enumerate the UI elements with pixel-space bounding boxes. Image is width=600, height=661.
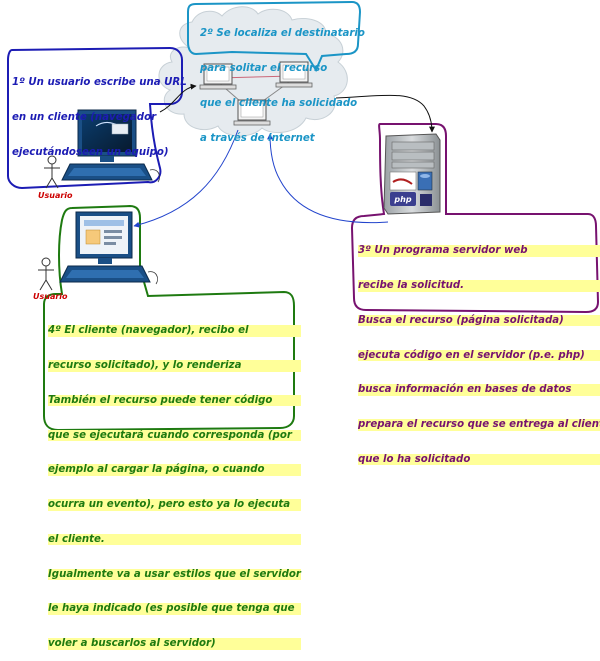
- client-computer-bottom: [59, 211, 158, 285]
- arrow-client-to-internet: [159, 83, 197, 113]
- step3-line: 3º Un programa servidor web: [358, 245, 600, 257]
- step4-line: voler a buscarlos al servidor): [48, 638, 301, 650]
- web-server: php: [383, 133, 441, 215]
- arrow-internet-to-client: [133, 129, 239, 228]
- php-logo: php: [393, 195, 411, 204]
- step3-line: Busca el recurso (página solicitada): [358, 314, 600, 327]
- step4-bubble: [43, 204, 295, 432]
- client-computer-top: [61, 109, 160, 183]
- step4-line: 4º El cliente (navegador), recibo el: [48, 325, 301, 337]
- step1-line: ejecutándoseen un equipo): [12, 146, 169, 158]
- network-node-right: [275, 61, 313, 88]
- step2-line: a través de internet: [200, 132, 315, 144]
- step3-line: ejecuta código en el servidor (p.e. php): [358, 349, 600, 362]
- step2-bubble: [187, 0, 362, 73]
- step3-line: busca información en bases de datos: [358, 384, 600, 396]
- step3-bubble: [350, 123, 600, 314]
- step1-note: 1º Un usuario escribe una URL en un clie…: [12, 54, 187, 170]
- step4-line: le haya indicado (es posible que tenga q…: [48, 603, 301, 616]
- step4-line: que se ejecutará cuando corresponda (por: [48, 429, 301, 442]
- step4-line: el cliente.: [48, 533, 301, 546]
- diagram-canvas: php: [7, 0, 600, 432]
- step4-line: Igualmente va a usar estilos que el serv…: [48, 568, 301, 581]
- step3-line: que lo ha solicitado: [358, 453, 600, 466]
- step4-line: ejemplo al cargar la página, o cuando: [48, 464, 301, 476]
- step1-line: 1º Un usuario escribe una URL: [12, 77, 187, 89]
- step4-line: También el recurso puede tener código: [48, 394, 301, 407]
- step3-line: prepara el recurso que se entrega al cli…: [358, 419, 600, 431]
- arrow-internet-to-server: [335, 94, 435, 133]
- user-actor-top: [44, 155, 60, 189]
- step3-line: recibe la solicitud.: [358, 279, 600, 292]
- user-actor-bottom: [38, 257, 54, 291]
- network-node-left: [199, 63, 237, 90]
- user-label-bottom: Usuario: [33, 292, 68, 301]
- user-label-top: Usuario: [38, 191, 73, 200]
- step2-line: que el cliente ha solicidado: [200, 97, 358, 109]
- network-node-bottom: [233, 99, 271, 126]
- step2-note: 2º Se localiza el destinatario para soli…: [200, 5, 365, 156]
- step1-bubble: [7, 46, 183, 190]
- step4-note: 4º El cliente (navegador), recibo el rec…: [48, 302, 301, 661]
- step4-line: recurso solicitado), y lo renderiza: [48, 359, 301, 372]
- step2-line: para solitar el recurso: [200, 62, 328, 74]
- step4-line: ocurra un evento), pero esto ya lo ejecu…: [48, 499, 301, 511]
- step2-line: 2º Se localiza el destinatario: [200, 28, 365, 40]
- step1-line: en un cliente (navegador: [12, 111, 157, 123]
- arrow-server-to-internet: [267, 133, 389, 224]
